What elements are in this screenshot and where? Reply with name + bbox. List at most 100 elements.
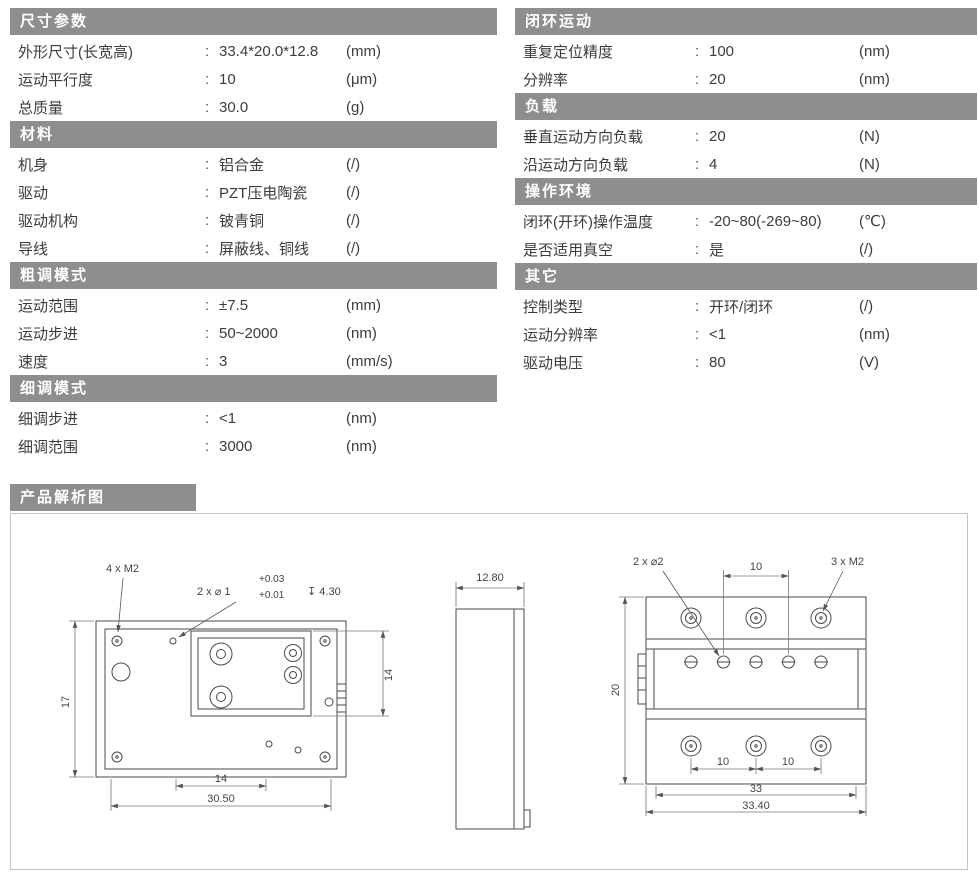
spec-value: <1 xyxy=(709,325,727,343)
spec-value: 50~2000 xyxy=(219,324,278,342)
spec-row: 速度 : 3 (mm/s) xyxy=(10,347,497,375)
side-view: 12.80 xyxy=(455,572,531,830)
front-dim-inner: 14 xyxy=(215,773,227,785)
front-dim-width: 30.50 xyxy=(207,793,235,805)
section-other: 其它 控制类型 : 开环/闭环 (/) 运动分辨率 : <1 (nm) 驱动电压… xyxy=(515,263,977,376)
spec-unit: (nm) xyxy=(346,437,377,455)
section-coarse-mode: 粗调模式 运动范围 : ±7.5 (mm) 运动步进 : 50~2000 (nm… xyxy=(10,262,497,375)
section-header: 细调模式 xyxy=(10,375,497,402)
spec-label: 沿运动方向负载 xyxy=(523,156,629,174)
colon: : xyxy=(695,42,700,60)
colon: : xyxy=(205,70,210,88)
section-load: 负载 垂直运动方向负载 : 20 (N) 沿运动方向负载 : 4 (N) xyxy=(515,93,977,178)
front-view: 4 x M2 2 x ⌀ 1 +0.03 +0.01 ↧ 4.30 17 14 … xyxy=(60,563,395,811)
colon: : xyxy=(205,183,210,201)
spec-label: 总质量 xyxy=(18,99,64,117)
top-dim-b2: 10 xyxy=(782,756,794,768)
spec-column-right: 闭环运动 重复定位精度 : 100 (nm) 分辨率 : 20 (nm) 负载 … xyxy=(515,8,977,376)
spec-value: 20 xyxy=(709,127,726,145)
spec-row: 运动分辨率 : <1 (nm) xyxy=(515,320,977,348)
spec-value: 3 xyxy=(219,352,228,370)
colon: : xyxy=(205,42,210,60)
spec-unit: (nm) xyxy=(859,42,890,60)
spec-label: 机身 xyxy=(18,156,49,174)
colon: : xyxy=(695,353,700,371)
spec-unit: (nm) xyxy=(859,325,890,343)
colon: : xyxy=(695,240,700,258)
spec-label: 速度 xyxy=(18,353,49,371)
spec-value: 3000 xyxy=(219,437,253,455)
spec-column-left: 尺寸参数 外形尺寸(长宽高) : 33.4*20.0*12.8 (mm) 运动平… xyxy=(10,8,497,460)
top-dim-outer: 33.40 xyxy=(742,800,770,812)
section-materials: 材料 机身 : 铝合金 (/) 驱动 : PZT压电陶瓷 (/) 驱动机构 : … xyxy=(10,121,497,262)
spec-unit: (/) xyxy=(859,297,874,315)
spec-value: 铝合金 xyxy=(219,156,265,174)
spec-row: 闭环(开环)操作温度 : -20~80(-269~80) (℃) xyxy=(515,207,977,235)
colon: : xyxy=(205,437,210,455)
product-drawing: 4 x M2 2 x ⌀ 1 +0.03 +0.01 ↧ 4.30 17 14 … xyxy=(60,556,867,830)
spec-row: 细调步进 : <1 (nm) xyxy=(10,404,497,432)
spec-label: 运动分辨率 xyxy=(523,326,599,344)
spec-value: -20~80(-269~80) xyxy=(709,212,822,230)
spec-label: 分辨率 xyxy=(523,71,569,89)
spec-row: 导线 : 屏蔽线、铜线 (/) xyxy=(10,234,497,262)
colon: : xyxy=(205,352,210,370)
section-header: 粗调模式 xyxy=(10,262,497,289)
colon: : xyxy=(695,212,700,230)
spec-row: 分辨率 : 20 (nm) xyxy=(515,65,977,93)
spec-label: 细调范围 xyxy=(18,438,79,456)
spec-unit: (/) xyxy=(346,239,361,257)
section-fine-mode: 细调模式 细调步进 : <1 (nm) 细调范围 : 3000 (nm) xyxy=(10,375,497,460)
spec-row: 驱动电压 : 80 (V) xyxy=(515,348,977,376)
top-annotation-hole: 2 x ⌀2 xyxy=(633,556,663,568)
spec-value: 33.4*20.0*12.8 xyxy=(219,42,319,60)
top-view: 2 x ⌀2 10 3 x M2 20 10 10 33 33.40 xyxy=(610,556,867,816)
spec-unit: (℃) xyxy=(859,213,886,230)
section-closed-loop: 闭环运动 重复定位精度 : 100 (nm) 分辨率 : 20 (nm) xyxy=(515,8,977,93)
spec-unit: (mm/s) xyxy=(346,352,393,370)
spec-value: ±7.5 xyxy=(219,296,249,314)
spec-value: 20 xyxy=(709,70,726,88)
spec-unit: (/) xyxy=(859,240,874,258)
spec-row: 驱动 : PZT压电陶瓷 (/) xyxy=(10,178,497,206)
spec-value: 开环/闭环 xyxy=(709,298,774,316)
spec-label: 重复定位精度 xyxy=(523,43,614,61)
colon: : xyxy=(205,324,210,342)
front-annotation-m2: 4 x M2 xyxy=(106,563,139,575)
spec-unit: (mm) xyxy=(346,42,381,60)
top-annotation-m2: 3 x M2 xyxy=(831,556,864,568)
spec-row: 运动步进 : 50~2000 (nm) xyxy=(10,319,497,347)
spec-value: 屏蔽线、铜线 xyxy=(219,240,310,258)
spec-row: 垂直运动方向负载 : 20 (N) xyxy=(515,122,977,150)
spec-row: 沿运动方向负载 : 4 (N) xyxy=(515,150,977,178)
spec-row: 运动范围 : ±7.5 (mm) xyxy=(10,291,497,319)
section-header: 其它 xyxy=(515,263,977,290)
colon: : xyxy=(205,296,210,314)
spec-row: 驱动机构 : 铍青铜 (/) xyxy=(10,206,497,234)
spec-unit: (/) xyxy=(346,211,361,229)
front-dim-height: 17 xyxy=(60,696,72,708)
section-header: 材料 xyxy=(10,121,497,148)
spec-row: 是否适用真空 : 是 (/) xyxy=(515,235,977,263)
colon: : xyxy=(695,155,700,173)
spec-unit: (/) xyxy=(346,183,361,201)
spec-value: 30.0 xyxy=(219,98,249,116)
top-dim-b1: 10 xyxy=(717,756,729,768)
spec-columns: 尺寸参数 外形尺寸(长宽高) : 33.4*20.0*12.8 (mm) 运动平… xyxy=(10,8,979,460)
product-drawing-panel: 4 x M2 2 x ⌀ 1 +0.03 +0.01 ↧ 4.30 17 14 … xyxy=(10,513,968,870)
spec-value: 10 xyxy=(219,70,236,88)
spec-row: 控制类型 : 开环/闭环 (/) xyxy=(515,292,977,320)
spec-label: 运动范围 xyxy=(18,297,79,315)
spec-unit: (nm) xyxy=(859,70,890,88)
spec-unit: (/) xyxy=(346,155,361,173)
front-tolerance-upper: +0.03 xyxy=(259,574,285,585)
top-dim-height: 20 xyxy=(610,684,622,696)
spec-value: PZT压电陶瓷 xyxy=(219,184,308,202)
spec-row: 总质量 : 30.0 (g) xyxy=(10,93,497,121)
spec-label: 外形尺寸(长宽高) xyxy=(18,43,133,61)
spec-value: <1 xyxy=(219,409,237,427)
colon: : xyxy=(205,98,210,116)
spec-row: 运动平行度 : 10 (μm) xyxy=(10,65,497,93)
spec-unit: (N) xyxy=(859,155,880,173)
